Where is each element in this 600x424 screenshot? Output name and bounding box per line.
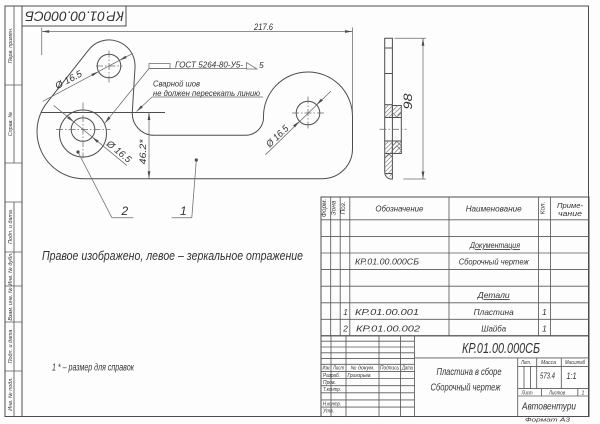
svg-text:2: 2 [120, 204, 128, 218]
svg-text:Масса: Масса [541, 360, 556, 366]
svg-text:Наименование: Наименование [466, 205, 522, 214]
svg-text:не должен пересекать линию: не должен пересекать линию [153, 89, 260, 98]
svg-text:Т.контр.: Т.контр. [323, 387, 341, 393]
svg-text:Формат А3: Формат А3 [525, 418, 571, 424]
svg-text:Поз.: Поз. [340, 201, 347, 214]
svg-text:Сварной шов: Сварной шов [153, 79, 201, 88]
svg-text:Лист: Лист [332, 366, 344, 372]
svg-text:Детали: Детали [477, 291, 511, 300]
svg-text:Форм.: Форм. [321, 199, 328, 218]
svg-text:Взам. инв. №: Взам. инв. № [8, 287, 14, 321]
svg-text:Сборочный чертеж: Сборочный чертеж [431, 381, 502, 393]
svg-text:КР.01.00.000СБ: КР.01.00.000СБ [25, 8, 124, 23]
svg-text:1 * – размер для справок: 1 * – размер для справок [52, 362, 135, 373]
svg-text:Пластина: Пластина [474, 308, 514, 317]
svg-text:Обозначение: Обозначение [375, 205, 423, 214]
svg-text:№ докум.: № докум. [351, 366, 375, 372]
svg-text:Масштаб: Масштаб [565, 360, 586, 366]
svg-text:1: 1 [542, 308, 547, 317]
svg-text:Автовентури: Автовентури [521, 401, 576, 413]
svg-text:Инв. № подл.: Инв. № подл. [8, 377, 14, 410]
svg-text:573.4: 573.4 [540, 372, 555, 381]
svg-text:Пластина в сборе: Пластина в сборе [437, 366, 502, 378]
svg-text:Шайба: Шайба [481, 324, 506, 333]
svg-text:Подпись: Подпись [380, 366, 399, 372]
svg-text:Правое изображено, левое – зер: Правое изображено, левое – зеркальное от… [42, 249, 303, 263]
svg-text:КР.01.00.000СБ: КР.01.00.000СБ [462, 340, 540, 357]
svg-text:Утв.: Утв. [323, 409, 334, 415]
svg-text:Перв. примен.: Перв. примен. [8, 28, 14, 64]
svg-text:Изм.: Изм. [323, 366, 331, 372]
svg-text:Разраб.: Разраб. [323, 373, 340, 379]
svg-text:Дата: Дата [401, 366, 413, 372]
svg-text:46.2*: 46.2* [138, 139, 149, 164]
svg-text:217.6: 217.6 [253, 22, 273, 32]
svg-text:1: 1 [343, 308, 348, 317]
svg-text:Инв. № дубл.: Инв. № дубл. [8, 252, 14, 285]
svg-text:Подп. и дата: Подп. и дата [8, 330, 14, 364]
svg-text:КР.01.00.002: КР.01.00.002 [356, 324, 421, 333]
svg-text:Документация: Документация [469, 241, 520, 250]
svg-text:5: 5 [259, 60, 264, 70]
svg-text:98: 98 [401, 93, 415, 109]
svg-text:1: 1 [180, 204, 187, 218]
svg-text:Приме-: Приме- [557, 203, 584, 210]
svg-text:Сборочный чертеж: Сборочный чертеж [459, 258, 529, 267]
svg-text:Лит.: Лит. [520, 360, 531, 366]
svg-text:Лист: Лист [521, 390, 533, 396]
svg-text:1: 1 [542, 324, 547, 333]
svg-text:Пров.: Пров. [323, 380, 336, 386]
svg-text:Зона: Зона [330, 200, 337, 215]
svg-text:Листов: Листов [548, 390, 565, 396]
svg-text:Кол.: Кол. [539, 201, 546, 214]
svg-text:Справ. №: Справ. № [8, 112, 14, 137]
svg-text:1: 1 [582, 390, 585, 396]
svg-text:чание: чание [558, 211, 582, 218]
svg-text:ГОСТ 5264-80-У5-: ГОСТ 5264-80-У5- [175, 59, 243, 69]
svg-text:КР.01.00.000СБ: КР.01.00.000СБ [355, 258, 420, 267]
svg-text:Н.контр.: Н.контр. [323, 401, 341, 407]
svg-text:1:1: 1:1 [567, 371, 577, 382]
svg-text:Григорьев: Григорьев [348, 373, 371, 379]
svg-text:Подп. и дата: Подп. и дата [8, 210, 14, 244]
svg-text:2: 2 [342, 324, 348, 333]
svg-text:КР.01.00.001: КР.01.00.001 [355, 308, 419, 317]
